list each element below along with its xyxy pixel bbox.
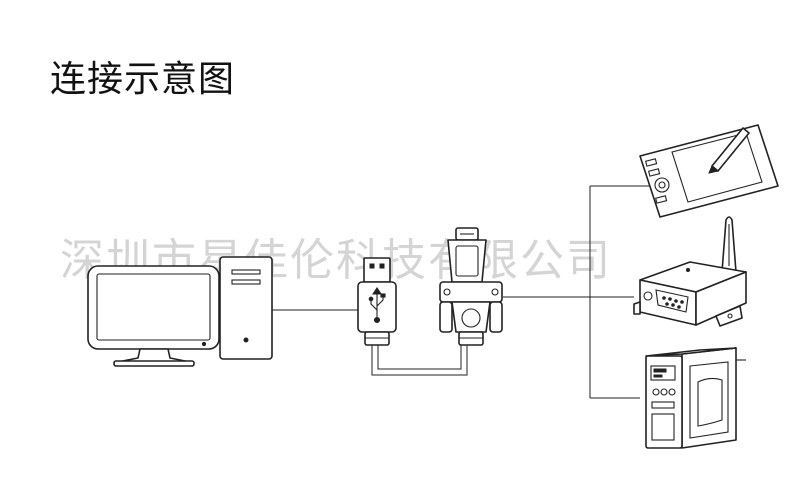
wireless-router-icon (633, 216, 747, 327)
connection-wires (272, 185, 650, 399)
usb-plug-icon (357, 257, 397, 346)
drawing-tablet-icon (639, 124, 779, 218)
label-printer-icon (645, 347, 746, 449)
page-title: 连接示意图 (50, 59, 236, 100)
db9-connector-icon (439, 227, 503, 346)
computer-icon (87, 256, 273, 367)
